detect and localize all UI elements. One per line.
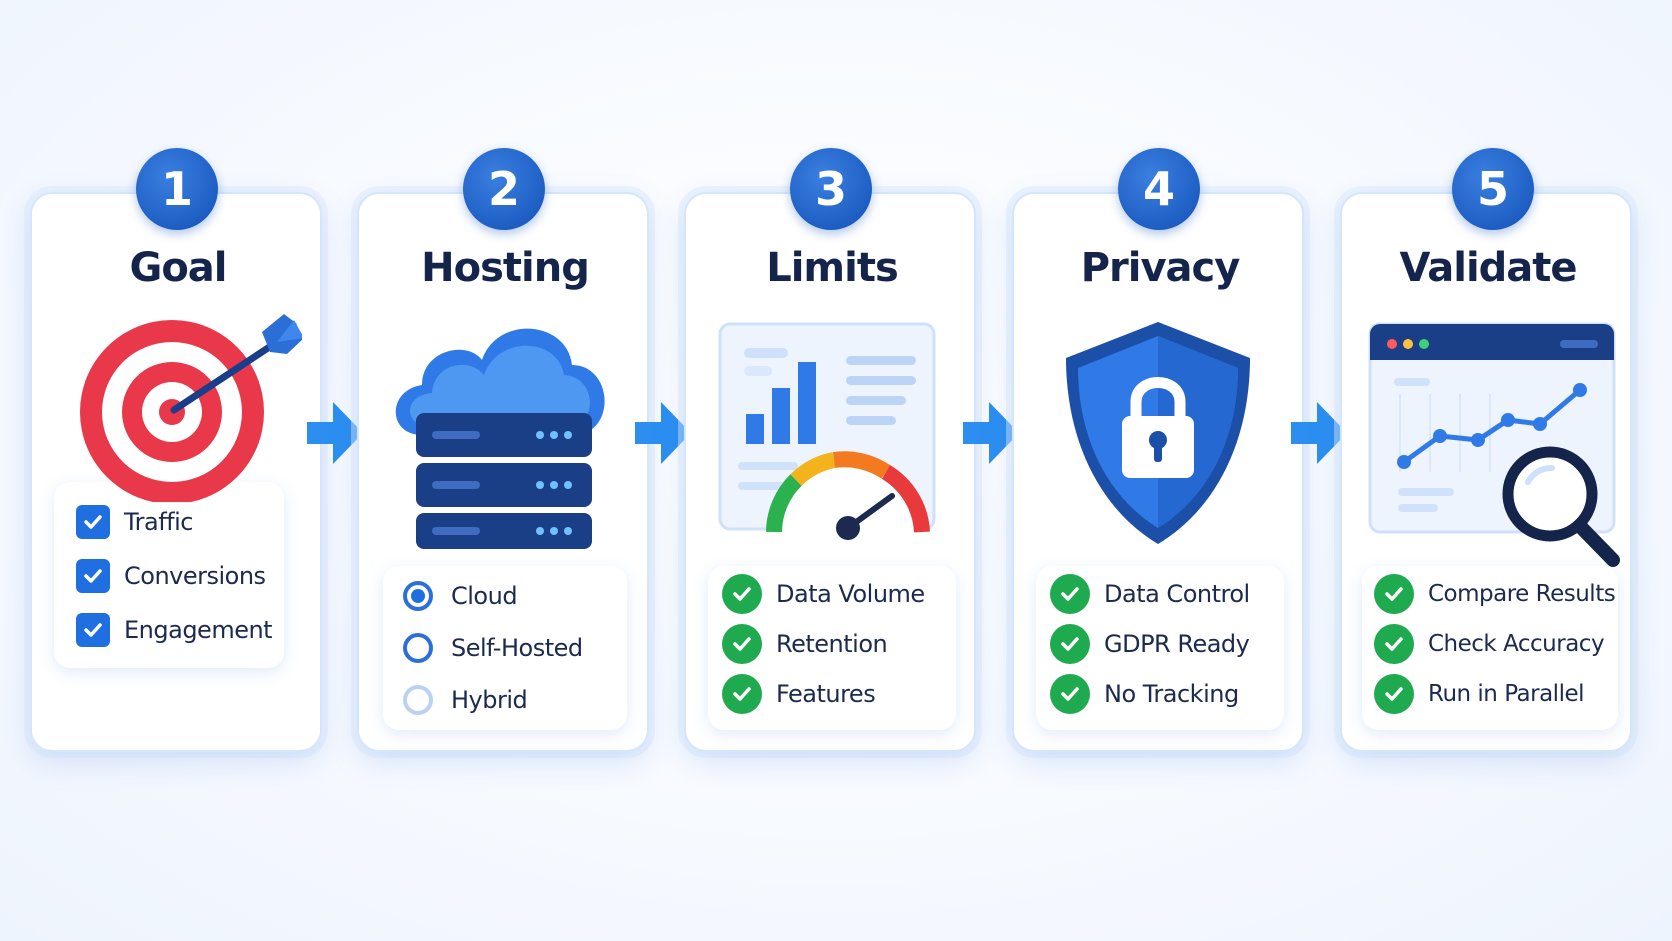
- list-item-label: Hybrid: [451, 686, 528, 714]
- goal-checklist: Traffic Conversions Engagement: [54, 482, 284, 668]
- shield-lock-icon: [1066, 322, 1250, 544]
- check-circle-icon: [1050, 624, 1090, 664]
- arrow-right-icon: [963, 402, 1019, 464]
- step-title-validate: Validate: [1399, 245, 1577, 291]
- checkbox-checked-icon[interactable]: [76, 559, 110, 593]
- list-item-label: Traffic: [124, 508, 193, 536]
- list-item-label: Run in Parallel: [1428, 681, 1585, 707]
- step-title-privacy: Privacy: [1080, 245, 1241, 291]
- checkbox-checked-icon[interactable]: [76, 613, 110, 647]
- list-item[interactable]: Compare Results: [1374, 574, 1616, 614]
- list-item-label: Features: [776, 680, 876, 708]
- list-item[interactable]: Check Accuracy: [1374, 624, 1605, 664]
- list-item[interactable]: Data Volume: [722, 574, 925, 614]
- hosting-options: Cloud Self-Hosted Hybrid: [383, 566, 627, 730]
- list-item[interactable]: Retention: [722, 624, 888, 664]
- checkbox-checked-icon[interactable]: [76, 505, 110, 539]
- check-circle-icon: [1374, 624, 1414, 664]
- list-item-label: Data Volume: [776, 580, 925, 608]
- chart-gauge-icon: [718, 322, 936, 540]
- list-item[interactable]: Traffic: [76, 502, 193, 542]
- list-item[interactable]: Engagement: [76, 610, 273, 650]
- check-circle-icon: [722, 674, 762, 714]
- list-item[interactable]: Data Control: [1050, 574, 1250, 614]
- arrow-right-icon: [1291, 402, 1347, 464]
- step-title-goal: Goal: [129, 245, 227, 291]
- step-number-badge: 4: [1118, 148, 1200, 230]
- check-circle-icon: [1050, 674, 1090, 714]
- limits-checklist: Data Volume Retention Features: [708, 566, 956, 730]
- step-card-goal: Goal Traffic Conversions Engagement: [30, 192, 322, 752]
- list-item-label: Compare Results: [1428, 581, 1616, 607]
- check-circle-icon: [722, 574, 762, 614]
- step-title-limits: Limits: [766, 245, 899, 291]
- list-item[interactable]: Self-Hosted: [403, 628, 583, 668]
- check-circle-icon: [1050, 574, 1090, 614]
- list-item[interactable]: Conversions: [76, 556, 266, 596]
- list-item[interactable]: Hybrid: [403, 680, 528, 720]
- list-item-label: Conversions: [124, 562, 266, 590]
- privacy-checklist: Data Control GDPR Ready No Tracking: [1036, 566, 1284, 730]
- list-item-label: Retention: [776, 630, 888, 658]
- list-item-label: Engagement: [124, 616, 273, 644]
- arrow-right-icon: [307, 402, 363, 464]
- step-number-badge: 3: [790, 148, 872, 230]
- list-item[interactable]: Features: [722, 674, 876, 714]
- list-item[interactable]: Cloud: [403, 576, 518, 616]
- list-item-label: Check Accuracy: [1428, 631, 1605, 657]
- list-item[interactable]: Run in Parallel: [1374, 674, 1585, 714]
- step-card-privacy: Privacy Data Control GDPR Ready No Track…: [1012, 192, 1304, 752]
- radio-unselected-icon[interactable]: [403, 685, 433, 715]
- cloud-server-icon: [395, 328, 605, 549]
- list-item-label: Self-Hosted: [451, 634, 583, 662]
- step-number-badge: 1: [136, 148, 218, 230]
- list-item-label: No Tracking: [1104, 680, 1239, 708]
- check-circle-icon: [1374, 674, 1414, 714]
- step-number-badge: 5: [1452, 148, 1534, 230]
- check-circle-icon: [1374, 574, 1414, 614]
- list-item[interactable]: No Tracking: [1050, 674, 1239, 714]
- radio-selected-icon[interactable]: [403, 581, 433, 611]
- list-item-label: Data Control: [1104, 580, 1250, 608]
- step-number-badge: 2: [463, 148, 545, 230]
- validate-checklist: Compare Results Check Accuracy Run in Pa…: [1362, 566, 1618, 730]
- step-title-hosting: Hosting: [421, 245, 590, 291]
- list-item-label: GDPR Ready: [1104, 630, 1250, 658]
- radio-unselected-icon[interactable]: [403, 633, 433, 663]
- list-item-label: Cloud: [451, 582, 518, 610]
- target-icon: [80, 314, 302, 502]
- list-item[interactable]: GDPR Ready: [1050, 624, 1250, 664]
- check-circle-icon: [722, 624, 762, 664]
- arrow-right-icon: [635, 402, 691, 464]
- browser-chart-magnifier-icon: [1368, 322, 1620, 567]
- step-card-validate: Validate Compare Results Check Accuracy …: [1340, 192, 1632, 752]
